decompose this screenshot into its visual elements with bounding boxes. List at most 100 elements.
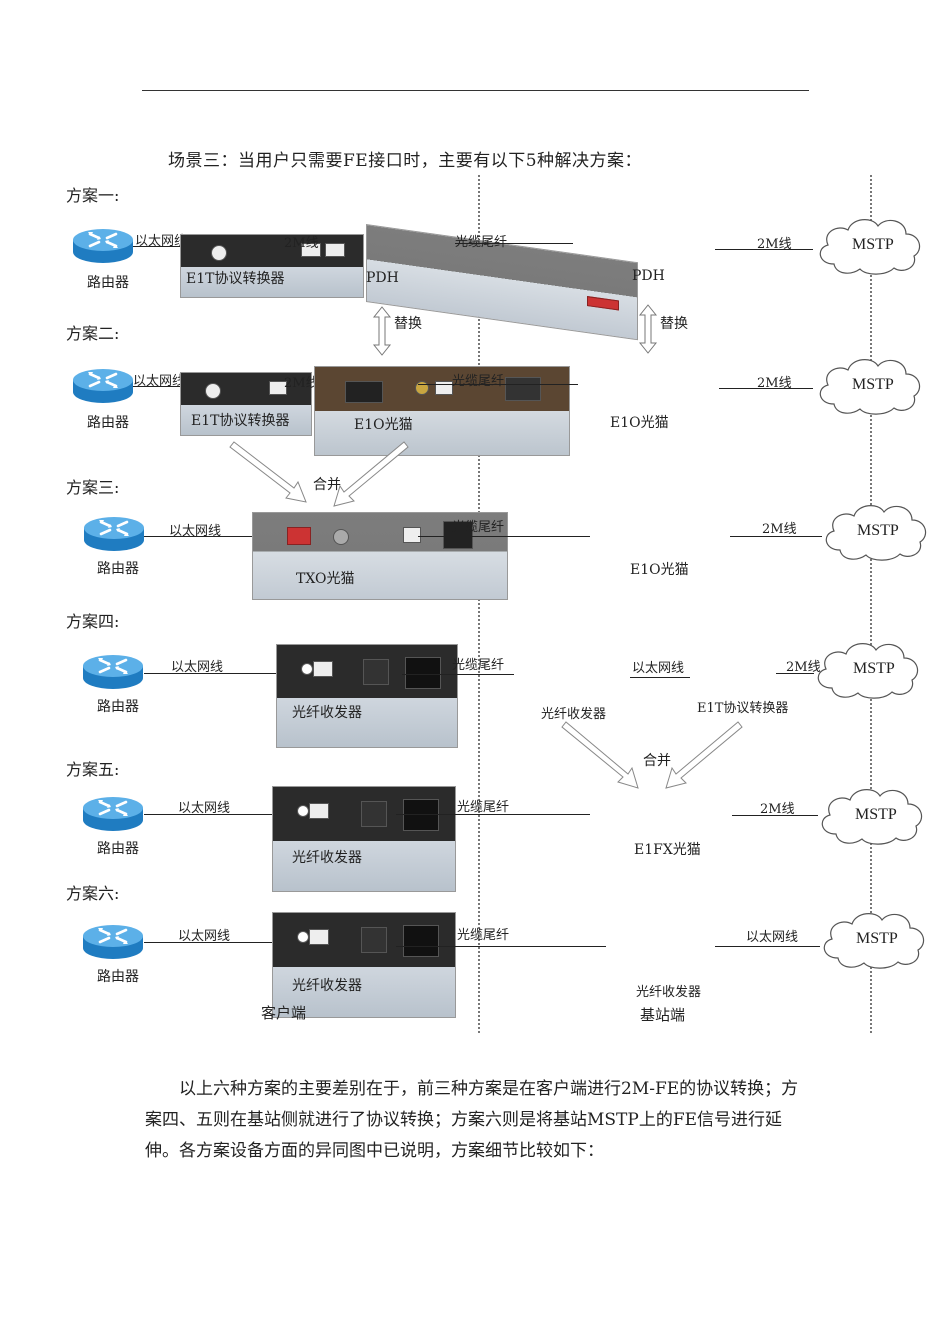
e1t-converter-bs-label: E1T协议转换器 xyxy=(697,701,789,716)
router-icon xyxy=(72,226,134,266)
router-icon xyxy=(82,794,144,834)
router-icon xyxy=(72,366,134,406)
ethernet-cable-label: 以太网线 xyxy=(135,234,188,249)
e1-2m-label: 2M线 xyxy=(284,376,319,391)
header-rule xyxy=(142,90,809,91)
merge-arrow-icon xyxy=(561,721,743,789)
router-icon xyxy=(83,514,145,554)
router-label: 路由器 xyxy=(87,415,129,431)
fiber-pigtail-label: 光缆尾纤 xyxy=(452,520,505,535)
e1o-modem-label: E1O光猫 xyxy=(630,562,689,578)
fiber-pigtail-label: 光缆尾纤 xyxy=(455,235,508,250)
e1-2m-label: 2M线 xyxy=(757,237,792,252)
fiber-line xyxy=(418,384,578,385)
pdh-label-right: PDH xyxy=(632,268,665,284)
txo-modem-device xyxy=(252,512,508,600)
2m-line xyxy=(715,249,813,250)
2m-line xyxy=(730,536,822,537)
ethernet-cable-label: 以太网线 xyxy=(171,660,224,675)
ethernet-line xyxy=(133,386,181,387)
merge-label: 合并 xyxy=(643,753,671,769)
router-label: 路由器 xyxy=(97,969,139,985)
e1-2m-label: 2M线 xyxy=(284,236,319,251)
router-icon xyxy=(82,652,144,692)
ethernet-cable-label: 以太网线 xyxy=(178,801,231,816)
router-icon xyxy=(82,922,144,962)
scheme-5-label: 方案五: xyxy=(66,760,120,779)
ethernet-line xyxy=(133,246,181,247)
ethernet-cable-label-bs: 以太网线 xyxy=(746,930,799,945)
fiber-line xyxy=(402,674,514,675)
scheme-3-label: 方案三: xyxy=(66,478,120,497)
fiber-line xyxy=(455,243,573,244)
txo-modem-label: TXO光猫 xyxy=(296,571,355,587)
mstp-label: MSTP xyxy=(855,806,897,823)
fiber-transceiver-label: 光纤收发器 xyxy=(292,978,362,994)
replace-label-left: 替换 xyxy=(394,316,422,332)
2m-line xyxy=(732,815,818,816)
fiber-pigtail-label: 光缆尾纤 xyxy=(457,800,510,815)
2m-line xyxy=(776,673,814,674)
fiber-transceiver-bs-label: 光纤收发器 xyxy=(541,707,607,722)
e1o-modem-label-left: E1O光猫 xyxy=(354,417,413,433)
mstp-label: MSTP xyxy=(853,660,895,677)
fiber-pigtail-label: 光缆尾纤 xyxy=(452,374,505,389)
scheme-2-label: 方案二: xyxy=(66,324,120,343)
router-label: 路由器 xyxy=(97,699,139,715)
e1o-modem-device xyxy=(314,366,570,456)
router-label: 路由器 xyxy=(97,841,139,857)
fiber-transceiver-label: 光纤收发器 xyxy=(292,850,362,866)
merge-label: 合并 xyxy=(313,477,341,493)
e1t-converter-device xyxy=(180,234,364,298)
router-label: 路由器 xyxy=(97,561,139,577)
merge-arrow-icon xyxy=(229,441,409,507)
pdh-label-left: PDH xyxy=(366,270,399,286)
ethernet-cable-label: 以太网线 xyxy=(169,524,222,539)
double-arrow-icon xyxy=(638,304,658,354)
replace-label-right: 替换 xyxy=(660,316,688,332)
2m-line xyxy=(719,388,813,389)
divider-customer xyxy=(478,175,480,1033)
fiber-transceiver-device xyxy=(272,786,456,892)
summary-paragraph: 以上六种方案的主要差别在于，前三种方案是在客户端进行2M-FE的协议转换；方案四… xyxy=(145,1074,810,1167)
e1t-converter-label: E1T协议转换器 xyxy=(186,271,285,287)
fiber-transceiver-device xyxy=(272,912,456,1018)
customer-side-label: 客户端 xyxy=(261,1004,307,1022)
e1t-converter-label: E1T协议转换器 xyxy=(191,413,290,429)
base-station-side-label: 基站端 xyxy=(640,1006,686,1024)
ethernet-cable-label-bs: 以太网线 xyxy=(632,661,685,676)
intro-text: 场景三：当用户只需要FE接口时，主要有以下5种解决方案： xyxy=(168,151,643,171)
ethernet-line xyxy=(144,942,272,943)
ethernet-cable-label: 以太网线 xyxy=(133,374,186,389)
ethernet-line xyxy=(144,536,252,537)
ethernet-line-bs xyxy=(630,677,690,678)
e1fx-modem-label: E1FX光猫 xyxy=(634,842,701,858)
ethernet-line xyxy=(144,673,276,674)
fiber-pigtail-label: 光缆尾纤 xyxy=(452,658,505,673)
scheme-1-label: 方案一: xyxy=(66,186,120,205)
summary-text: 以上六种方案的主要差别在于，前三种方案是在客户端进行2M-FE的协议转换；方案四… xyxy=(145,1079,799,1161)
fiber-transceiver-bs-label: 光纤收发器 xyxy=(636,985,702,1000)
mstp-label: MSTP xyxy=(857,522,899,539)
double-arrow-icon xyxy=(372,306,392,356)
e1-2m-label: 2M线 xyxy=(757,376,792,391)
e1-2m-label: 2M线 xyxy=(786,660,821,675)
e1t-converter-device xyxy=(180,372,312,436)
mstp-label: MSTP xyxy=(852,376,894,393)
e1-2m-label: 2M线 xyxy=(762,522,797,537)
ethernet-line xyxy=(144,814,272,815)
e1o-modem-label-right: E1O光猫 xyxy=(610,415,669,431)
mstp-label: MSTP xyxy=(852,236,894,253)
scheme-4-label: 方案四: xyxy=(66,612,120,631)
fiber-pigtail-label: 光缆尾纤 xyxy=(457,928,510,943)
fiber-line xyxy=(396,814,590,815)
e1-2m-label: 2M线 xyxy=(760,802,795,817)
ethernet-line-bs xyxy=(715,946,820,947)
router-label: 路由器 xyxy=(87,275,129,291)
fiber-transceiver-label: 光纤收发器 xyxy=(292,705,362,721)
divider-mstp xyxy=(870,175,872,1033)
scheme-6-label: 方案六: xyxy=(66,884,120,903)
fiber-line xyxy=(418,536,590,537)
fiber-transceiver-device xyxy=(276,644,458,748)
mstp-label: MSTP xyxy=(856,930,898,947)
